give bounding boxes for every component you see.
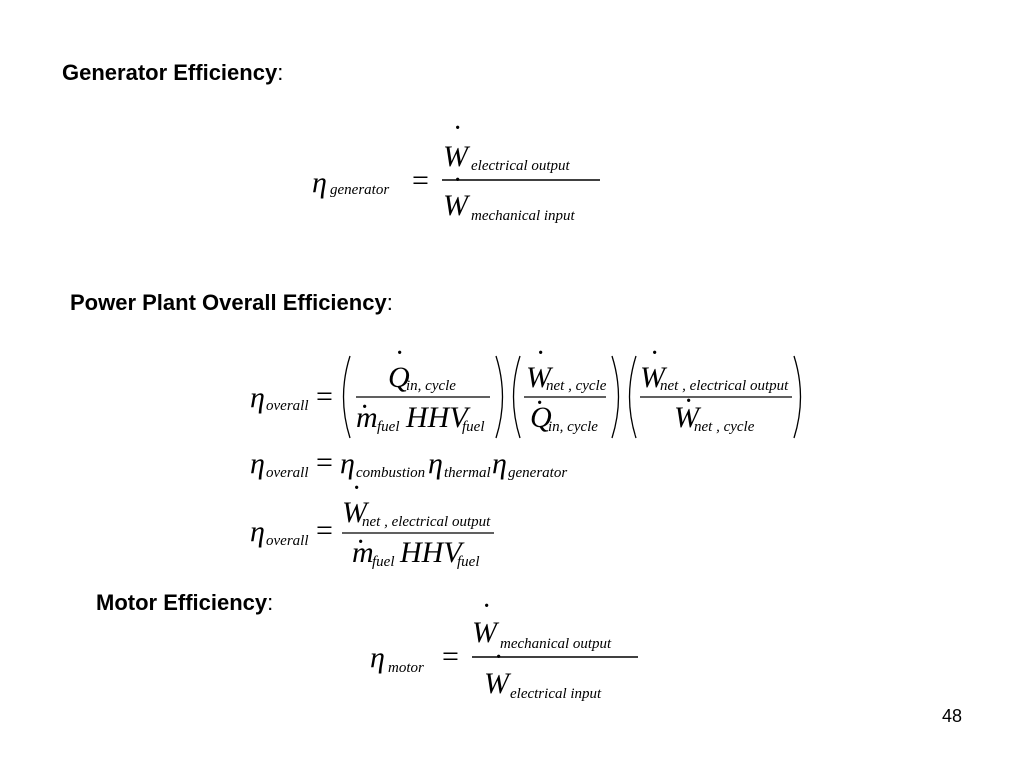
sub-net-electrical-output: net , electrical output	[362, 514, 491, 530]
w-dot: ·	[684, 386, 693, 417]
sub-electrical-input: electrical input	[510, 686, 602, 702]
sub-net-electrical-output: net , electrical output	[660, 378, 789, 394]
m-symbol: m	[356, 401, 378, 434]
sub-fuel: fuel	[462, 419, 485, 435]
sub-net-cycle: net , cycle	[546, 378, 607, 394]
generator-efficiency-colon: :	[277, 60, 284, 85]
right-paren	[793, 355, 802, 439]
left-paren	[512, 355, 521, 439]
equals-sign: =	[412, 164, 429, 197]
sub-electrical-output: electrical output	[471, 158, 571, 174]
page-number: 48	[941, 706, 962, 726]
eta-symbol: η	[250, 381, 265, 414]
w-dot: ·	[453, 165, 462, 196]
w-dot: ·	[352, 473, 361, 504]
sub-overall: overall	[266, 533, 309, 549]
w-dot: ·	[650, 338, 659, 369]
generator-efficiency-heading: Generator Efficiency:	[62, 60, 283, 86]
motor-efficiency-title: Motor Efficiency	[96, 590, 268, 615]
equals-sign: =	[316, 446, 333, 479]
overall-efficiency-product-equation: η overall = · Q in, cycle · m fuel HHV f…	[250, 338, 802, 439]
m-dot: ·	[360, 392, 369, 423]
w-symbol: W	[640, 361, 668, 394]
equals-sign: =	[442, 640, 459, 673]
w-dot: ·	[494, 642, 503, 673]
eta-symbol: η	[340, 447, 355, 480]
right-paren	[495, 355, 504, 439]
sub-mechanical-input: mechanical input	[471, 208, 576, 224]
eta-symbol: η	[492, 447, 507, 480]
w-symbol: W	[472, 616, 500, 649]
generator-efficiency-title: Generator Efficiency	[62, 60, 278, 85]
w-symbol: W	[443, 140, 471, 173]
plant-efficiency-colon: :	[386, 290, 393, 315]
sub-generator: generator	[330, 182, 389, 198]
plant-efficiency-title: Power Plant Overall Efficiency	[70, 290, 387, 315]
generator-efficiency-equation: η generator = · W electrical output · W …	[312, 113, 600, 224]
sub-mechanical-output: mechanical output	[500, 636, 612, 652]
sub-generator: generator	[508, 465, 567, 481]
equals-sign: =	[316, 514, 333, 547]
w-symbol: W	[484, 667, 512, 700]
q-dot: ·	[535, 388, 544, 419]
eta-symbol: η	[250, 515, 265, 548]
plant-efficiency-heading: Power Plant Overall Efficiency:	[70, 290, 393, 316]
w-symbol: W	[526, 361, 554, 394]
left-paren	[342, 355, 351, 439]
eta-symbol: η	[250, 447, 265, 480]
motor-efficiency-colon: :	[267, 590, 274, 615]
q-symbol: Q	[388, 361, 410, 394]
sub-in-cycle: in, cycle	[406, 378, 456, 394]
q-dot: ·	[395, 338, 404, 369]
w-symbol: W	[342, 496, 370, 529]
sub-in-cycle: in, cycle	[548, 419, 598, 435]
w-dot: ·	[536, 338, 545, 369]
sub-fuel: fuel	[377, 419, 400, 435]
w-symbol: W	[443, 189, 471, 222]
sub-motor: motor	[388, 660, 424, 676]
sub-overall: overall	[266, 398, 309, 414]
sub-combustion: combustion	[356, 465, 425, 481]
motor-efficiency-equation: η motor = · W mechanical output · W elec…	[370, 591, 638, 702]
m-symbol: m	[352, 536, 374, 569]
w-symbol: W	[674, 401, 702, 434]
motor-efficiency-heading: Motor Efficiency:	[96, 590, 273, 616]
m-dot: ·	[356, 527, 365, 558]
hhv-symbol: HHV	[399, 536, 465, 569]
sub-fuel: fuel	[372, 554, 395, 570]
hhv-symbol: HHV	[405, 401, 471, 434]
q-symbol: Q	[530, 401, 552, 434]
equals-sign: =	[316, 380, 333, 413]
eta-symbol: η	[370, 641, 385, 674]
left-paren	[628, 355, 637, 439]
sub-fuel: fuel	[457, 554, 480, 570]
right-paren	[611, 355, 620, 439]
eta-symbol: η	[428, 447, 443, 480]
w-dot: ·	[482, 591, 491, 622]
eta-symbol: η	[312, 166, 327, 199]
overall-efficiency-fuel-equation: η overall = · W net , electrical output …	[250, 473, 494, 570]
overall-efficiency-chain-equation: η overall = η combustion η thermal η gen…	[250, 446, 567, 481]
sub-net-cycle: net , cycle	[694, 419, 755, 435]
w-dot: ·	[453, 113, 462, 144]
sub-overall: overall	[266, 465, 309, 481]
sub-thermal: thermal	[444, 465, 491, 481]
